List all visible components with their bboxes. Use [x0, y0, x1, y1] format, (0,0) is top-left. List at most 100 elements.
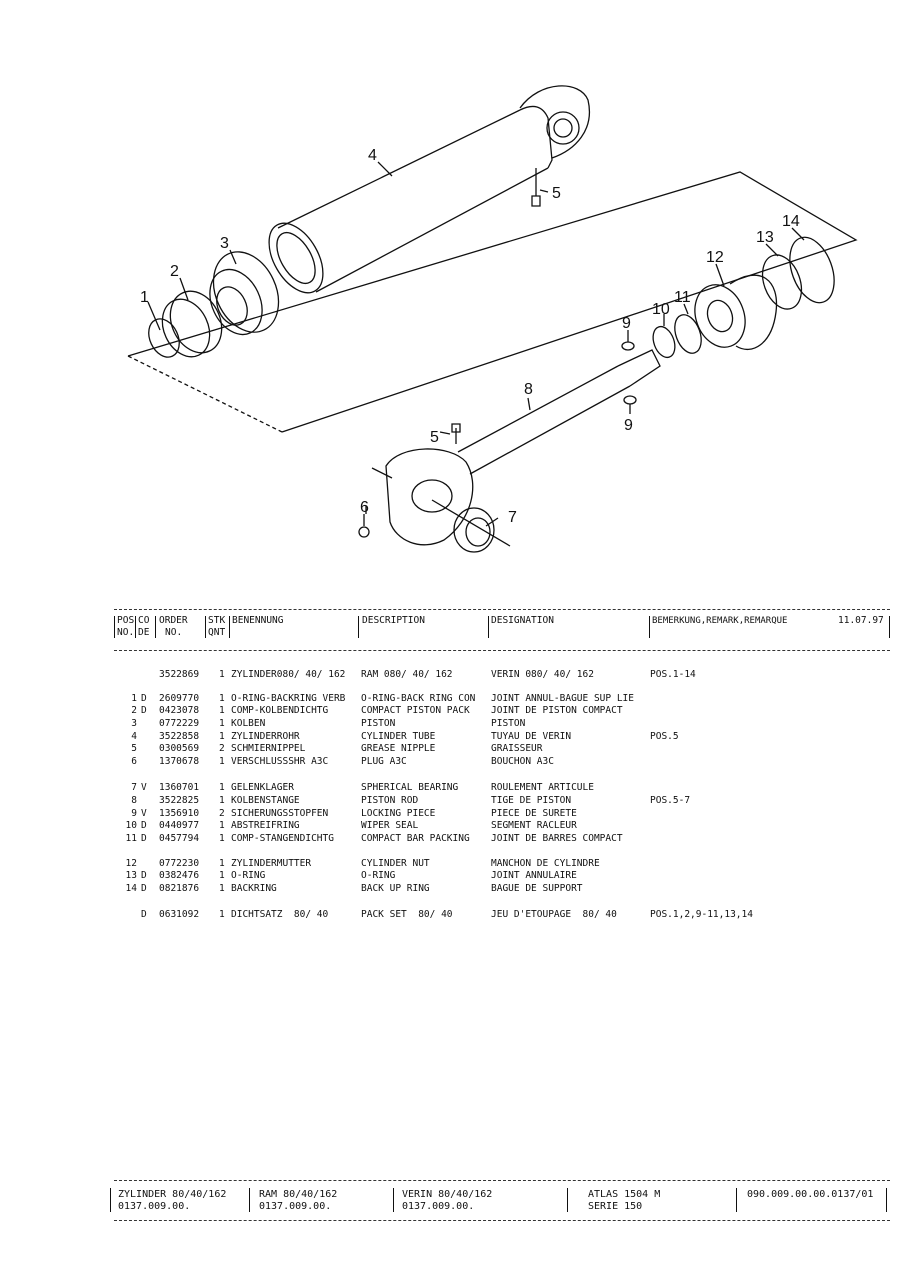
callout-14: 14	[782, 213, 800, 230]
footer-document-number: 090.009.00.00.0137/01	[747, 1189, 874, 1200]
footer-divider	[736, 1188, 737, 1212]
col-divider	[155, 616, 156, 638]
cell-designation: ROULEMENT ARTICULE	[491, 782, 594, 793]
table-row: 3522869 1 ZYLINDER080/ 40/ 162 RAM 080/ 40/…	[115, 669, 891, 681]
cell-co: D	[141, 833, 147, 844]
cell-order: 0457794	[159, 833, 200, 844]
col-divider	[135, 616, 136, 638]
footer-divider	[886, 1188, 887, 1212]
cylinder-tube	[268, 85, 590, 294]
cell-benennung: DICHTSATZ 80/ 40	[231, 909, 329, 920]
cell-order: 0631092	[159, 909, 200, 920]
cylinder-nut	[694, 274, 778, 351]
spherical-bearing	[431, 499, 511, 553]
cell-designation: MANCHON DE CYLINDRE	[491, 858, 600, 869]
cell-co: V	[141, 808, 147, 819]
cell-order: 1356910	[159, 808, 200, 819]
footer-divider	[249, 1188, 250, 1212]
cell-co: D	[141, 909, 147, 920]
cell-description: SPHERICAL BEARING	[361, 782, 459, 793]
cell-qty: 1	[219, 756, 225, 767]
cell-designation: JOINT DE BARRES COMPACT	[491, 833, 623, 844]
callout-2: 2	[170, 263, 179, 280]
header-designation: DESIGNATION	[491, 615, 554, 626]
callout-8: 8	[524, 381, 533, 398]
cell-benennung: BACKRING	[231, 883, 277, 894]
cell-description: PISTON ROD	[361, 795, 419, 806]
footer-divider	[567, 1188, 568, 1212]
cell-benennung: KOLBENSTANGE	[231, 795, 300, 806]
footer-bottom-rule	[114, 1220, 890, 1221]
callout-11: 11	[674, 289, 691, 306]
cell-benennung: ZYLINDERMUTTER	[231, 858, 312, 869]
callout-12: 12	[706, 249, 724, 266]
col-divider	[358, 616, 359, 638]
cell-description: PACK SET 80/ 40	[361, 909, 453, 920]
cell-order: 1360701	[159, 782, 200, 793]
callout-13: 13	[756, 229, 774, 246]
cell-remark: POS.5	[650, 731, 679, 742]
cell-order: 1370678	[159, 756, 200, 767]
col-divider	[889, 616, 890, 638]
cell-qty: 1	[219, 833, 225, 844]
footer-divider	[110, 1188, 111, 1212]
cell-pos: 3	[131, 718, 137, 729]
cell-pos: 6	[131, 756, 137, 767]
cell-benennung: GELENKLAGER	[231, 782, 294, 793]
cell-order: 0821876	[159, 883, 200, 894]
col-divider	[649, 616, 650, 638]
callout-5a: 5	[552, 185, 561, 202]
callout-9b: 9	[624, 417, 633, 434]
cell-designation: VERIN 080/ 40/ 162	[491, 669, 594, 680]
cell-order: 3522869	[159, 669, 200, 680]
cell-description: RAM 080/ 40/ 162	[361, 669, 453, 680]
cell-remark: POS.1-14	[650, 669, 696, 680]
cell-pos: 14	[125, 883, 137, 894]
cell-benennung: ZYLINDERROHR	[231, 731, 300, 742]
cell-designation: JOINT ANNUL-BAGUE SUP LIE	[491, 693, 634, 704]
header-description: DESCRIPTION	[362, 615, 425, 626]
col-divider	[488, 616, 489, 638]
cell-qty: 1	[219, 883, 225, 894]
callout-6: 6	[360, 499, 369, 516]
cell-description: PISTON	[361, 718, 396, 729]
cell-benennung: COMP-KOLBENDICHTG	[231, 705, 329, 716]
cell-remark: POS.5-7	[650, 795, 691, 806]
cell-description: GREASE NIPPLE	[361, 743, 436, 754]
callout-7: 7	[508, 509, 517, 526]
cell-benennung: ZYLINDER080/ 40/ 162	[231, 669, 346, 680]
cell-description: CYLINDER TUBE	[361, 731, 436, 742]
cell-co: D	[141, 883, 147, 894]
cell-order: 0772230	[159, 858, 200, 869]
cell-remark: POS.1,2,9-11,13,14	[650, 909, 753, 920]
cell-designation: BOUCHON A3C	[491, 756, 554, 767]
col-divider	[114, 616, 115, 638]
cell-qty: 1	[219, 669, 225, 680]
piston-pack	[161, 290, 223, 358]
cell-pos: 9	[131, 808, 137, 819]
cell-description: LOCKING PIECE	[361, 808, 436, 819]
cell-designation: PIECE DE SURETE	[491, 808, 577, 819]
cell-description: COMPACT PISTON PACK	[361, 705, 470, 716]
cell-qty: 1	[219, 820, 225, 831]
callout-1: 1	[140, 289, 149, 306]
cell-order: 3522825	[159, 795, 200, 806]
cell-co: D	[141, 693, 147, 704]
cell-qty: 2	[219, 808, 225, 819]
cell-qty: 2	[219, 743, 225, 754]
cell-benennung: ABSTREIFRING	[231, 820, 300, 831]
cell-pos: 4	[131, 731, 137, 742]
